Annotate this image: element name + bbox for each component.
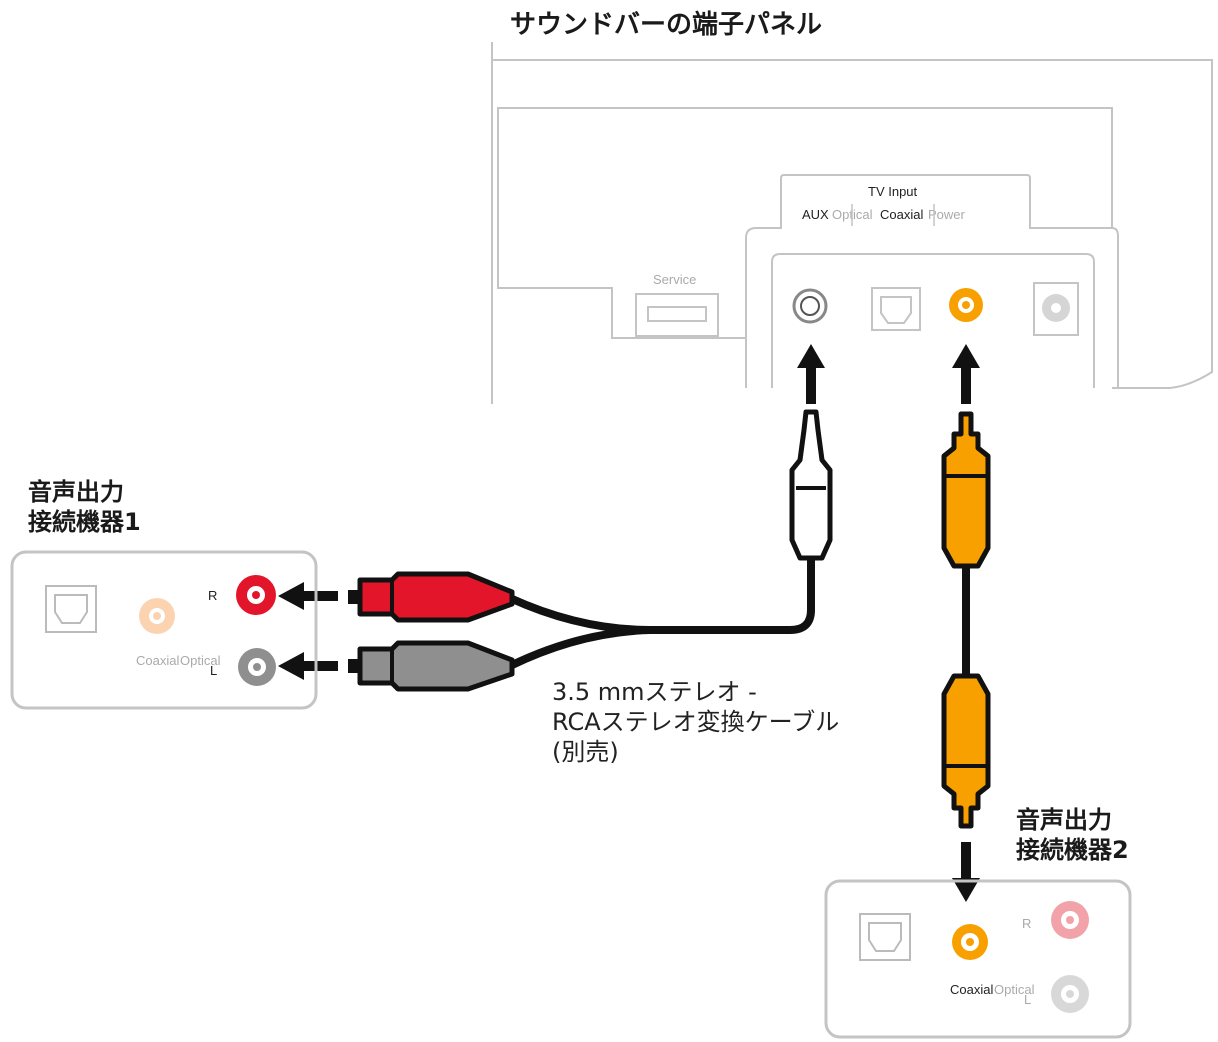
device2-l-label: L [1024,992,1031,1007]
device1-r-label: R [208,588,217,603]
usb-port-icon [635,293,719,337]
aux-port-label: AUX [802,207,829,222]
device2-panel [824,879,1132,1039]
device2-coaxial-label: Coaxial [950,982,993,997]
connector-bay [771,253,1095,388]
cable-label-line1: 3.5 mmステレオ - [552,678,757,706]
rca-jack-red-icon [1051,901,1089,939]
soundbar-recess [497,107,1113,339]
device-1: 音声出力 接続機器1 Coaxial Optical R L [10,478,318,710]
optical-port-icon [859,913,911,961]
aux-jack-icon [792,288,828,324]
rca-plug-grey [348,640,515,692]
coaxial-jack-icon [949,288,983,322]
device1-title-line1: 音声出力 [28,478,124,506]
device1-panel [10,550,318,710]
arrow-down-icon [952,842,980,902]
service-port-label: Service [653,272,696,287]
arrow-left-icon [278,652,338,680]
device2-title-line2: 接続機器2 [1016,836,1129,864]
coaxial-jack-icon [139,598,175,634]
device2-r-label: R [1022,916,1031,931]
soundbar-body [491,42,1213,404]
cable-label-line3: (別売) [552,738,619,766]
device1-l-label: L [210,663,217,678]
tv-input-label: TV Input [868,184,918,199]
rca-plug-red [348,571,515,623]
arrow-up-icon [952,344,980,404]
rca-jack-grey-icon [1051,975,1089,1013]
optical-port-icon [45,585,97,633]
arrow-up-icon [797,344,825,404]
coaxial-port-label: Coaxial [880,207,923,222]
soundbar-title: サウンドバーの端子パネル [510,10,822,40]
device1-optical-label: Optical [180,653,221,668]
device-2: 音声出力 接続機器2 Coaxial Optical R L [824,806,1132,1039]
rca-jack-grey-icon [238,648,276,686]
device1-title-line2: 接続機器1 [28,508,141,536]
device2-optical-label: Optical [994,982,1035,997]
device1-coaxial-label: Coaxial [136,653,179,668]
coaxial-cable [941,411,991,829]
mini-plug-icon [789,409,833,561]
coaxial-jack-icon [952,924,988,960]
soundbar-panel: サウンドバーの端子パネル TV Input AUX Optical Coaxia… [491,10,1213,404]
device2-title-line1: 音声出力 [1016,806,1112,834]
stereo-cable: 3.5 mmステレオ - RCAステレオ変換ケーブル (別売) [348,409,839,766]
power-port-label: Power [928,207,966,222]
optical-port-icon [871,287,921,331]
arrow-left-icon [278,582,338,610]
power-socket-icon [1033,282,1079,336]
rca-jack-red-icon [236,575,276,615]
cable-label-line2: RCAステレオ変換ケーブル [552,708,839,736]
